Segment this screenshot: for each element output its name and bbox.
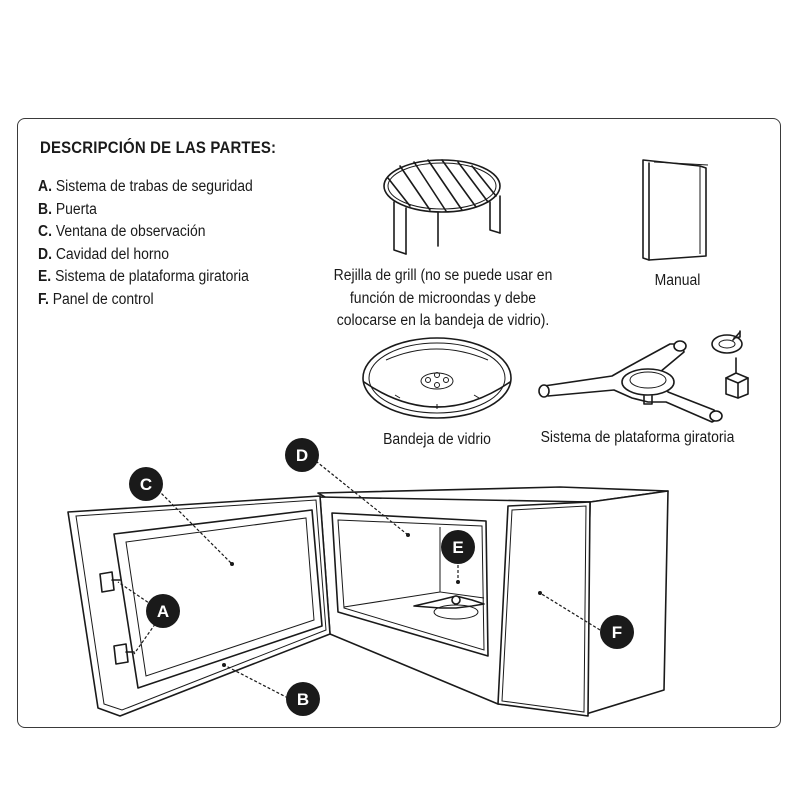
- part-item-d: D. Cavidad del horno: [38, 245, 170, 263]
- manual-illustration: [642, 159, 709, 261]
- callout-leaders: [117, 457, 601, 699]
- microwave-illustration: [67, 486, 669, 717]
- callout-d: D: [285, 438, 319, 472]
- svg-text:F: F: [612, 623, 622, 642]
- svg-text:B: B: [297, 690, 309, 709]
- callout-f: F: [600, 615, 634, 649]
- part-item-c: C. Ventana de observación: [38, 223, 206, 240]
- svg-text:D: D: [296, 446, 308, 465]
- part-item-e: E. Sistema de plataforma giratoria: [38, 268, 249, 285]
- callout-a: A: [146, 594, 180, 628]
- grill-rack-caption: Rejilla de grill (no se puede usar en fu…: [333, 267, 553, 329]
- callout-e: E: [441, 530, 475, 564]
- callout-c: C: [129, 467, 163, 501]
- coupler-illustration: [711, 330, 749, 399]
- glass-tray-caption: Bandeja de vidrio: [383, 431, 491, 448]
- parts-list: A. Sistema de trabas de seguridad B. Pue…: [38, 176, 253, 311]
- diagram-frame: [17, 118, 781, 728]
- glass-tray-illustration: [362, 337, 512, 419]
- turntable-system-caption: Sistema de plataforma giratoria: [540, 429, 735, 446]
- svg-text:E: E: [452, 538, 463, 557]
- part-item-a: A. Sistema de trabas de seguridad: [38, 178, 253, 195]
- turntable-support-illustration: [538, 340, 723, 423]
- grill-rack-illustration: [383, 159, 501, 255]
- svg-text:C: C: [140, 475, 152, 494]
- page-title: DESCRIPCIÓN DE LAS PARTES:: [40, 138, 277, 157]
- svg-text:A: A: [157, 602, 169, 621]
- callout-b: B: [286, 682, 320, 716]
- part-item-b: B. Puerta: [38, 200, 97, 218]
- part-item-f: F. Panel de control: [38, 290, 154, 308]
- manual-caption: Manual: [654, 272, 701, 289]
